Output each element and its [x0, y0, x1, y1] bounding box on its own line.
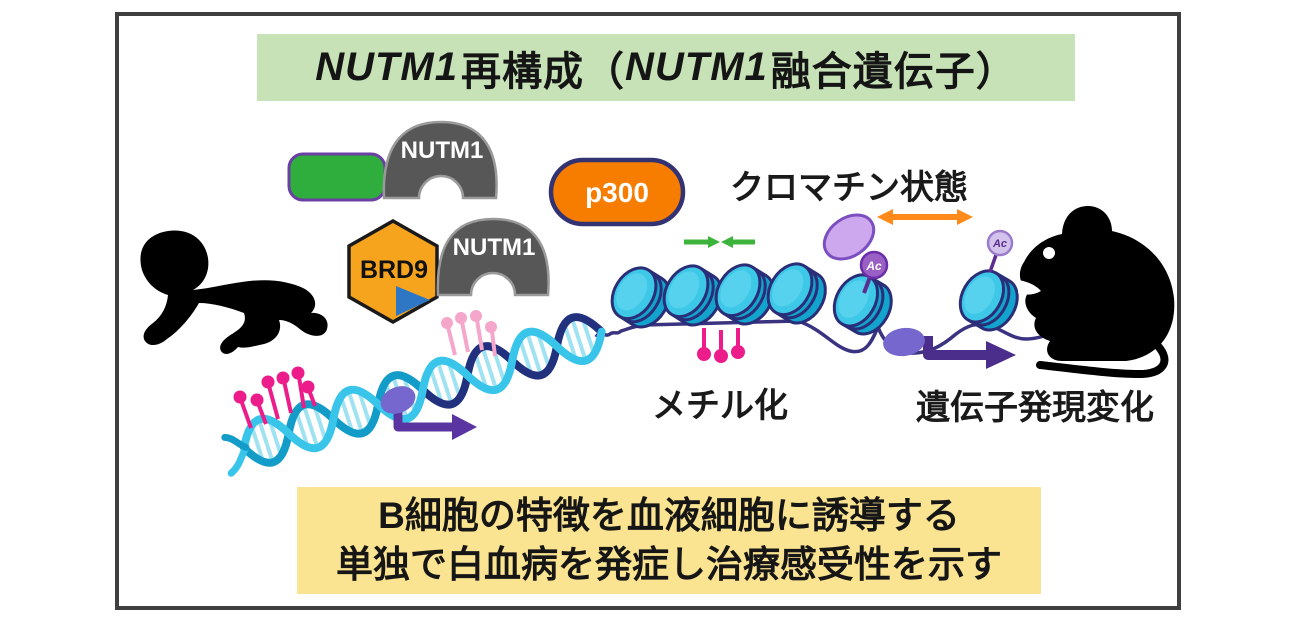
p300-pill [548, 157, 686, 227]
title-gene-italic-1: NUTM1 [315, 45, 458, 89]
ac-stalk-right [988, 254, 998, 273]
helix-methyl-marks-magenta [233, 366, 317, 429]
brd9-label: BRD9 [360, 256, 428, 284]
fusion-partner-box [287, 152, 387, 202]
ac-stalk-left [862, 276, 872, 294]
nucleosome [757, 254, 836, 333]
mouse-mouth [1018, 280, 1041, 295]
mouse-eye [1043, 247, 1055, 259]
crawling-infant-silhouette [140, 230, 328, 354]
summary-box: B細胞の特徴を血液細胞に誘導する 単独で白血病を発症し治療感受性を示す [297, 487, 1041, 594]
purple-tss-arrow-icon [380, 386, 477, 440]
green-converging-arrows-icon [684, 236, 755, 248]
helix-tail-2 [221, 433, 250, 451]
ac-label-left: Ac [865, 259, 882, 273]
nucleosome-methyl-marks [697, 328, 745, 363]
title-gene-italic-2: NUTM1 [625, 45, 768, 89]
summary-line-2: 単独で白血病を発症し治療感受性を示す [336, 543, 1002, 585]
nutm1-protein-shape [382, 120, 498, 200]
helix-strand-front [240, 327, 606, 453]
ac-circle-icon [986, 229, 1014, 257]
p300-label: p300 [585, 177, 649, 208]
methylation-label: メチル化 [652, 387, 788, 425]
nutm1-label-top: NUTM1 [401, 137, 484, 164]
purple-tss-arrow-icon [883, 327, 1016, 369]
brd9-bromodomain-triangle [396, 286, 430, 316]
summary-line-1: B細胞の特徴を血液細胞に誘導する [378, 495, 960, 537]
nucleosome-acetylated [824, 265, 902, 344]
nutm1-protein-shape [436, 217, 550, 297]
orange-double-arrow-icon [877, 209, 973, 225]
nutm1-label-mid: NUTM1 [453, 234, 536, 261]
nucleosome-acetylated [950, 261, 1028, 340]
ac-label-right: Ac [992, 238, 1007, 250]
mouse-silhouette [1018, 206, 1175, 379]
helix-methyl-marks-pink [441, 310, 497, 357]
title-text-mid: 再構成（ [461, 49, 625, 94]
dna-helix [221, 313, 606, 477]
title-text-end: 融合遺伝子） [770, 49, 1017, 94]
gene-expression-label: 遺伝子発現変化 [916, 389, 1154, 427]
chromatin-state-label: クロマチン状態 [730, 169, 968, 207]
ac-circle-icon [859, 250, 889, 280]
reader-protein-blob [822, 213, 876, 261]
